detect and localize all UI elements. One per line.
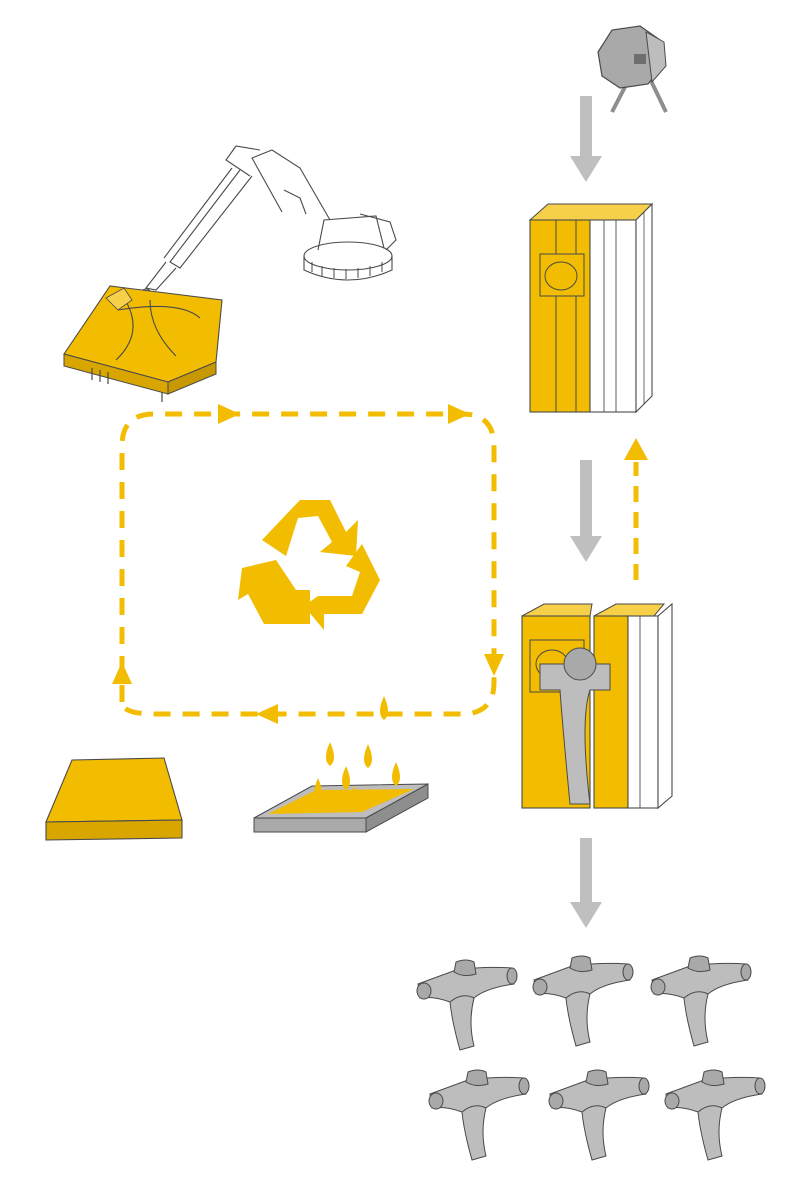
arrow-formwork-to-cast-nodes — [570, 838, 602, 928]
cast-node-part — [428, 1092, 444, 1110]
cast-node-part — [638, 1077, 650, 1095]
cast-node-part — [585, 1069, 609, 1087]
cast-node-part — [461, 1105, 487, 1113]
cast-node-part — [449, 995, 475, 1003]
cast-node-icon — [548, 1069, 650, 1161]
loop-arrowhead — [448, 404, 470, 424]
cast-nodes-group — [416, 955, 766, 1161]
mixer-hub — [634, 54, 646, 64]
cast-node-icon — [664, 1069, 766, 1161]
cast-node-part — [650, 978, 666, 996]
wax-drop — [314, 778, 322, 802]
loop-arrowhead — [112, 662, 132, 684]
cast-node-part — [532, 978, 548, 996]
cast-node-part — [549, 1076, 647, 1161]
cast-node-part — [651, 962, 749, 1047]
wax-drop — [342, 766, 350, 790]
arrow-mixer-to-formwork — [570, 96, 602, 182]
cast-node-part — [740, 963, 752, 981]
cast-node-part — [548, 1092, 564, 1110]
wax-drop — [380, 696, 388, 720]
wax-drop — [364, 744, 372, 768]
concrete-mixer-icon — [597, 25, 668, 113]
cast-node-part — [665, 1076, 763, 1161]
recycle-icon — [238, 500, 380, 630]
cast-node-part — [687, 955, 711, 973]
cast-node-part — [565, 991, 591, 999]
arrow-closed-to-open-formwork — [570, 460, 602, 562]
cast-node-part — [417, 966, 515, 1051]
cast-node-part — [664, 1092, 680, 1110]
cast-node-icon — [532, 955, 634, 1047]
wax-drops — [314, 696, 400, 810]
cast-node-part — [465, 1069, 489, 1087]
cast-node-icon — [650, 955, 752, 1047]
recycling-loop-dashed — [112, 404, 504, 724]
formwork-closed-icon — [528, 202, 654, 414]
loop-arrowhead — [218, 404, 240, 424]
cast-node-part — [506, 967, 518, 985]
wax-drop — [392, 762, 400, 786]
wax-drop — [350, 786, 358, 810]
cast-node-part — [569, 955, 593, 973]
cast-node-part — [701, 1069, 725, 1087]
cast-node-part — [518, 1077, 530, 1095]
cast-node-part — [429, 1076, 527, 1161]
cast-node-part — [533, 962, 631, 1047]
robot-arm-icon — [140, 145, 397, 300]
robot-base — [303, 241, 393, 271]
wax-block-icon — [45, 757, 183, 841]
cast-node-part — [683, 991, 709, 999]
loop-arrowhead — [484, 654, 504, 676]
mould-slab-icon — [63, 285, 223, 402]
formwork-open-icon — [521, 602, 673, 810]
arrow-formwork-return-dashed — [624, 438, 648, 580]
cast-node-part — [453, 959, 477, 977]
melting-tray-icon — [253, 783, 429, 833]
cast-node-part — [754, 1077, 766, 1095]
cast-node-icon — [428, 1069, 530, 1161]
cast-node-part — [581, 1105, 607, 1113]
loop-arrowhead — [256, 704, 278, 724]
cast-node-part — [697, 1105, 723, 1113]
wax-drop — [326, 742, 334, 766]
cast-node-icon — [416, 959, 518, 1051]
cast-node-part — [416, 982, 432, 1000]
mixer-drum-face — [645, 31, 667, 84]
cast-node-part — [622, 963, 634, 981]
